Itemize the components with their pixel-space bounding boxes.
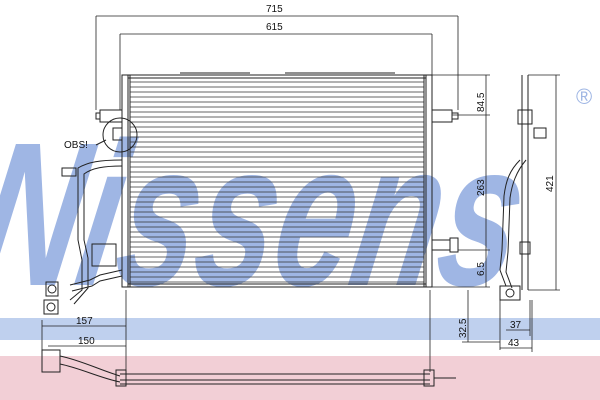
left-fitting-lower <box>43 299 59 315</box>
obs-callout-circle <box>102 117 138 153</box>
dim-core-width: 615 <box>266 22 283 33</box>
left-pipe-outer <box>69 159 123 301</box>
right-tank <box>423 74 433 288</box>
core-outline <box>127 74 427 288</box>
obs-label: OBS! <box>64 140 88 151</box>
bottom-view <box>41 349 456 387</box>
pink-band <box>0 356 600 400</box>
side-fitting <box>499 285 521 301</box>
dimension-lines <box>41 15 560 372</box>
dim-pipe-upper: 157 <box>76 316 93 327</box>
cooling-fins <box>130 81 424 283</box>
bottom-fitting <box>41 349 61 373</box>
right-bracket-top <box>431 109 453 123</box>
left-tank <box>121 74 131 288</box>
dim-top-offset: 84.5 <box>476 92 487 112</box>
blue-band <box>0 318 600 340</box>
front-view <box>43 72 459 315</box>
watermark-logo: Nissens <box>0 99 542 328</box>
dim-bottom-offset: 6.5 <box>476 262 487 276</box>
side-view <box>499 75 547 301</box>
left-drier-box <box>91 243 117 267</box>
registered-mark: ® <box>576 84 592 109</box>
dim-side-inner: 37 <box>510 320 522 331</box>
side-pipe-a <box>499 159 521 287</box>
dim-overall-height: 421 <box>545 175 556 192</box>
dim-core-height: 263 <box>476 179 487 196</box>
dim-overall-width: 715 <box>266 4 283 15</box>
dim-pipe-lower: 150 <box>78 336 95 347</box>
dim-side-outer: 43 <box>508 338 520 349</box>
dim-depth-offset: 32.5 <box>458 318 469 338</box>
left-fitting-upper <box>45 281 59 297</box>
side-bracket <box>517 109 533 125</box>
